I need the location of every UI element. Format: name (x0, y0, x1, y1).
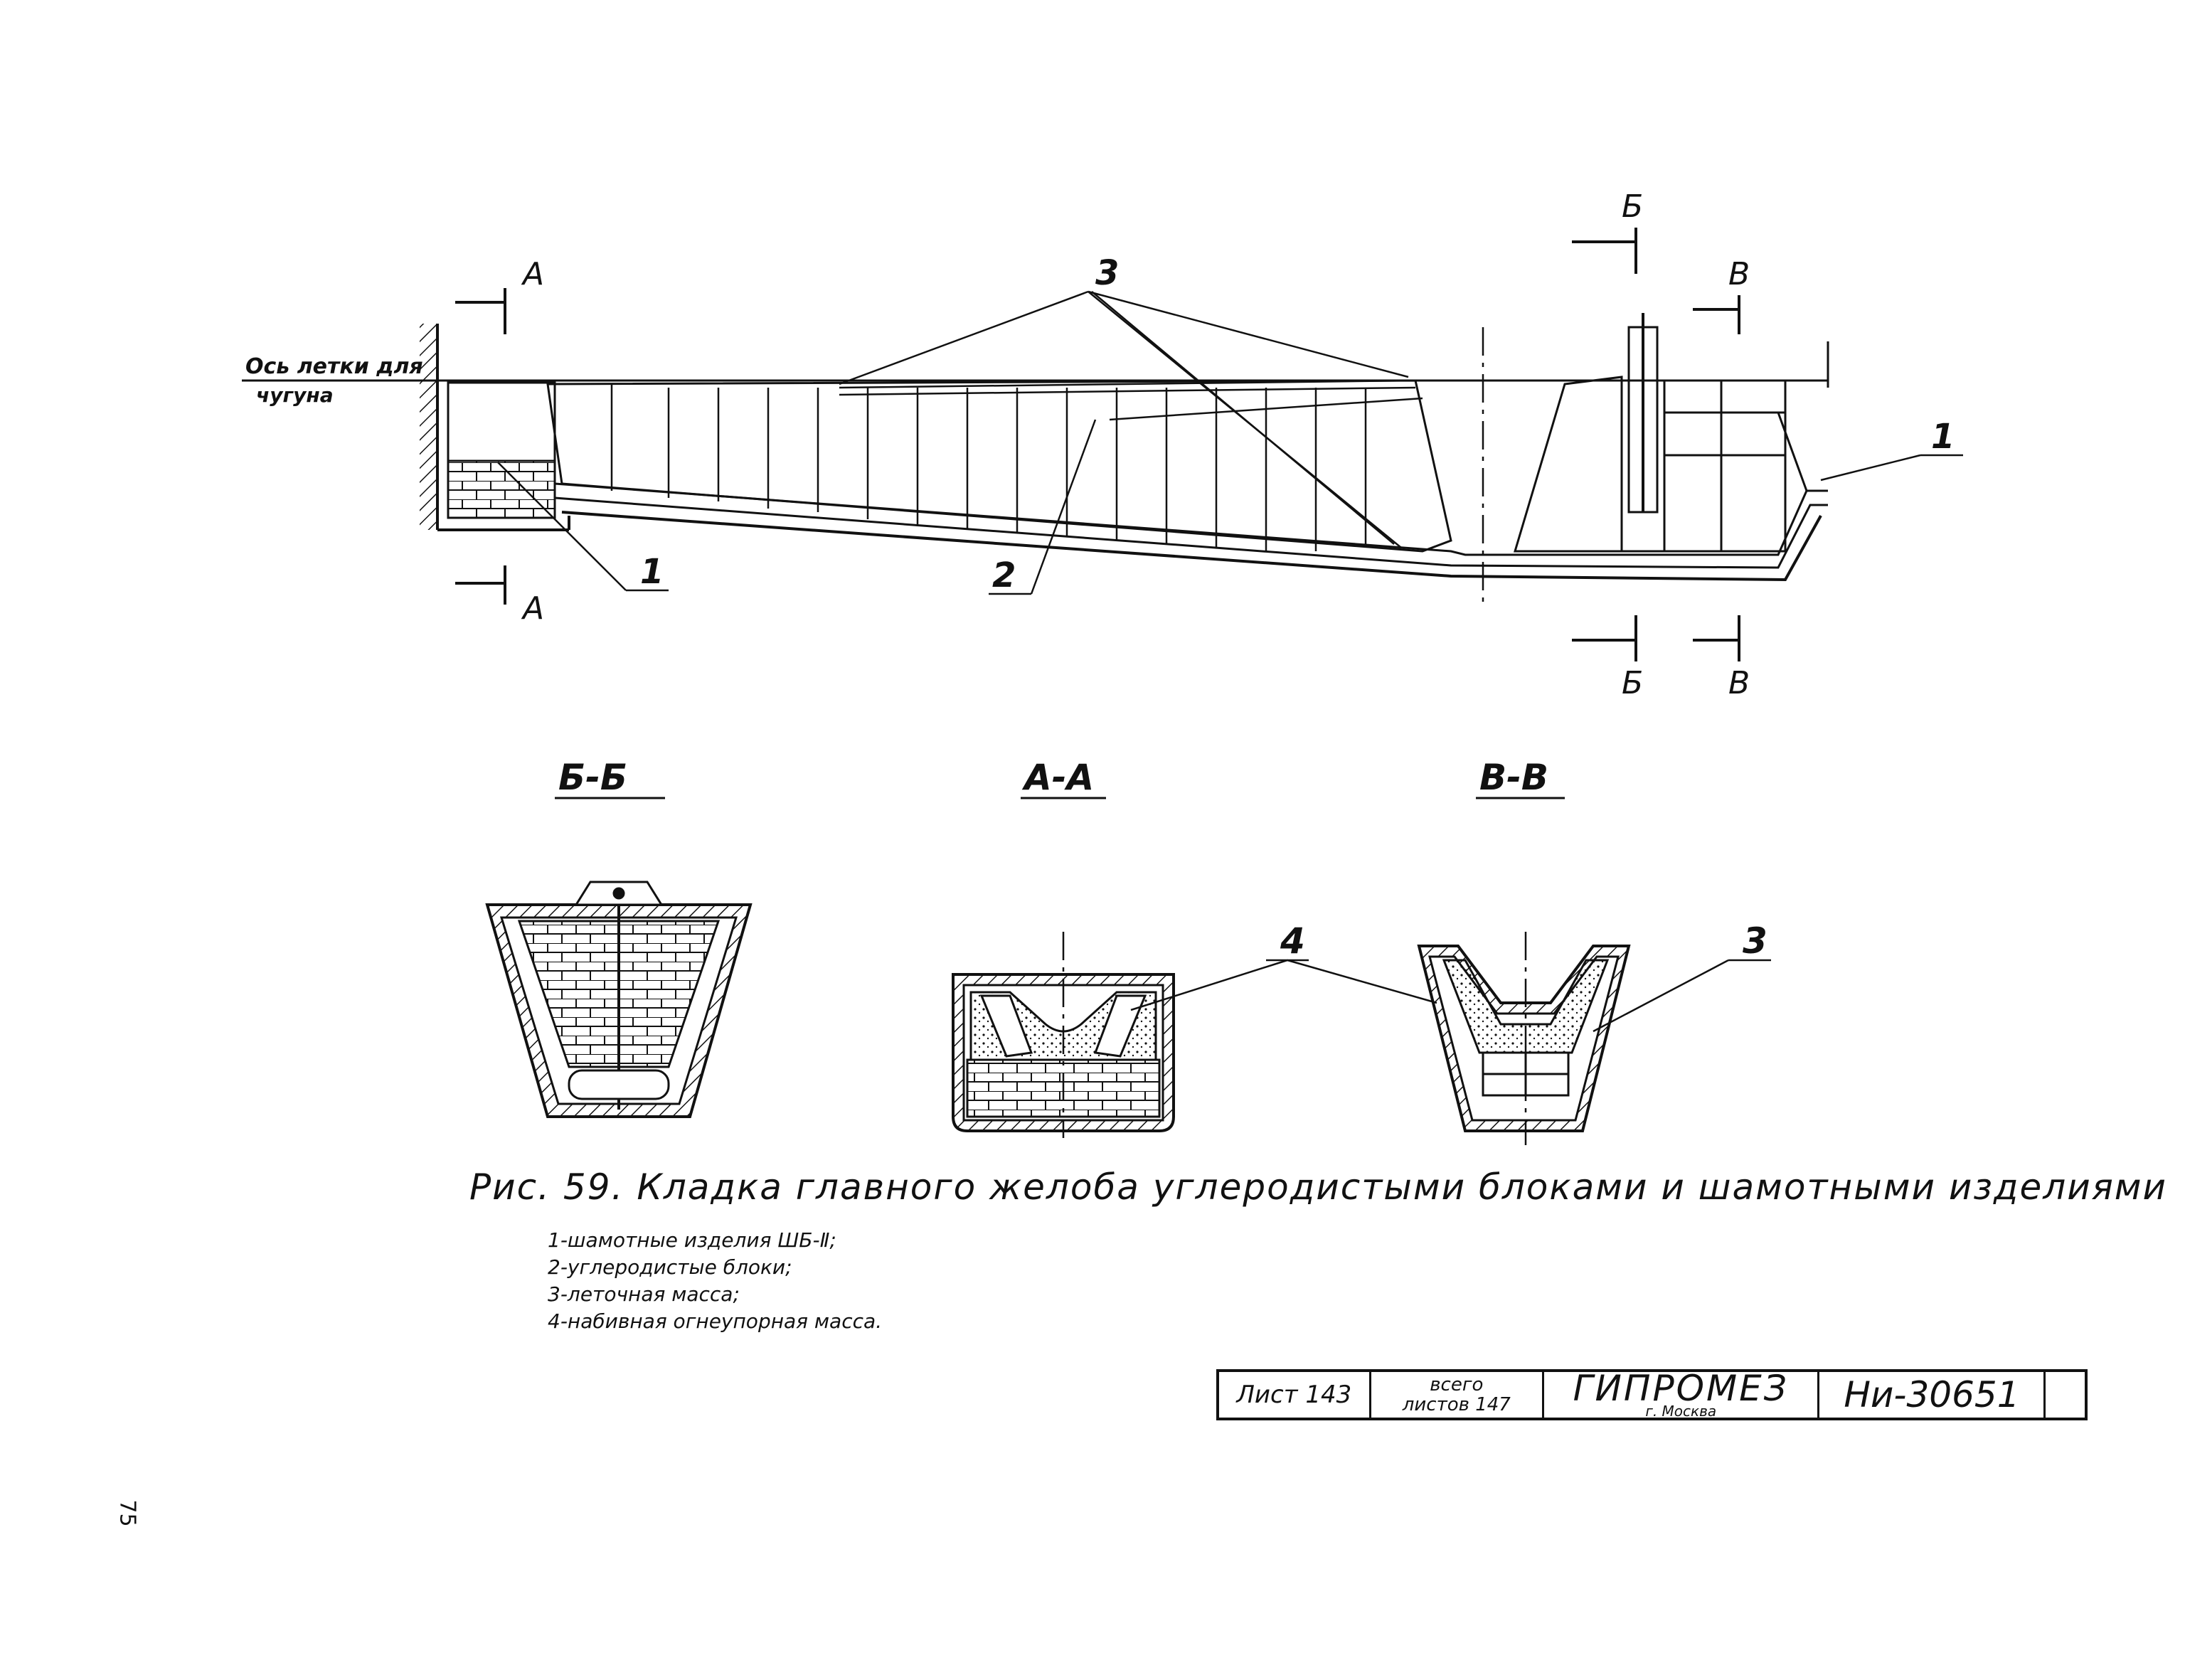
section-title-b-b: Б-Б (558, 757, 627, 798)
cut-mark-b-bottom: Б (1622, 665, 1643, 701)
section-v-v (1417, 932, 1631, 1145)
cut-mark-a-top: А (521, 256, 544, 292)
total-sheets: всего листов 147 (1371, 1372, 1545, 1418)
legend-item: 3-леточная масса; (548, 1282, 740, 1306)
total-sheets-line1: всего (1430, 1374, 1484, 1395)
section-title-a-a: А-А (1021, 757, 1094, 798)
section-b-b (485, 881, 753, 1118)
carbon-blocks (610, 379, 1423, 551)
cut-mark-v-bottom: В (1728, 665, 1750, 701)
section-leaders (1130, 959, 1771, 1033)
section-title-v-v: В-В (1479, 757, 1548, 798)
organization-city: г. Москва (1645, 1403, 1717, 1420)
blank-cell (2046, 1372, 2085, 1418)
organization: ГИПРОМЕЗ г. Москва (1544, 1368, 1820, 1420)
legend: 1-шамотные изделия ШБ-Ⅱ; 2-углеродистые … (548, 1227, 882, 1335)
sheet-number: Лист 143 (1219, 1372, 1371, 1418)
callout-3-section: 3 (1743, 920, 1767, 962)
callout-4: 4 (1280, 920, 1305, 962)
drawing-code: Ни-30651 (1819, 1372, 2046, 1418)
callout-3-top: 3 (1095, 253, 1119, 293)
figure-caption: Рис. 59. Кладка главного желоба углероди… (469, 1166, 2167, 1208)
callout-1-right: 1 (1931, 417, 1955, 457)
cut-mark-a-bottom: А (521, 590, 544, 627)
longitudinal-view (242, 228, 1963, 661)
cut-mark-v-top: В (1728, 256, 1750, 292)
section-a-a (952, 932, 1175, 1138)
callout-1-left: 1 (640, 552, 664, 592)
cut-marks (455, 228, 1740, 661)
page-number: 75 (115, 1499, 140, 1527)
legend-item: 1-шамотные изделия ШБ-Ⅱ; (548, 1228, 836, 1252)
axis-label-line2: чугуна (256, 383, 334, 407)
cut-mark-b-top: Б (1622, 188, 1643, 225)
legend-item: 2-углеродистые блоки; (548, 1255, 792, 1279)
callout-2: 2 (992, 555, 1016, 595)
title-block: Лист 143 всего листов 147 ГИПРОМЕЗ г. Мо… (1216, 1369, 2088, 1420)
legend-item: 4-набивная огнеупорная масса. (548, 1309, 883, 1333)
axis-label-line1: Ось летки для (245, 354, 423, 379)
organization-name: ГИПРОМЕЗ (1573, 1368, 1789, 1409)
total-sheets-line2: листов 147 (1402, 1394, 1511, 1415)
